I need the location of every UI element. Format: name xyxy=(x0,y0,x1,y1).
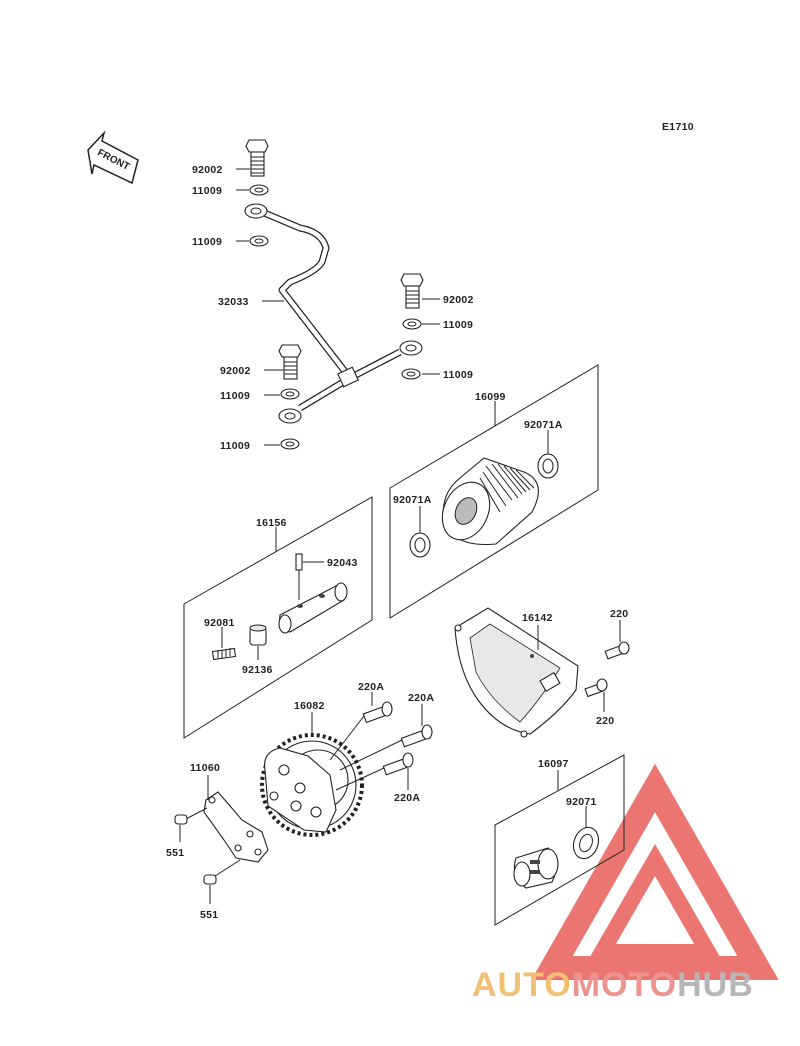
cover-16142 xyxy=(454,607,579,738)
logo-text-auto: AUTO xyxy=(472,966,572,1004)
label-220A: 220A xyxy=(394,792,420,804)
bolt-92002-lower xyxy=(278,344,302,380)
diagram-code: E1710 xyxy=(662,121,694,133)
dowel-551-upper xyxy=(174,814,188,825)
label-11009: 11009 xyxy=(443,319,473,331)
panel-16099 xyxy=(389,364,599,619)
label-551: 551 xyxy=(200,909,218,921)
washer-11009-c xyxy=(402,318,422,330)
label-220A: 220A xyxy=(358,681,384,693)
bushing-92136 xyxy=(249,624,267,646)
logo-text-moto: MOTO xyxy=(572,966,677,1004)
washer-11009-e xyxy=(280,388,300,400)
panel-16097 xyxy=(494,754,625,926)
label-92071A: 92071A xyxy=(524,419,563,431)
label-220A: 220A xyxy=(408,692,434,704)
label-16099: 16099 xyxy=(475,391,506,403)
label-16097: 16097 xyxy=(538,758,569,770)
label-92002: 92002 xyxy=(220,365,251,377)
screw-220a-b xyxy=(400,724,433,748)
screw-220a-a xyxy=(362,701,393,724)
bolt-92002-top xyxy=(245,139,269,177)
screw-220a-c xyxy=(382,752,414,776)
label-551: 551 xyxy=(166,847,184,859)
bolt-92002-right xyxy=(400,273,424,309)
label-16142: 16142 xyxy=(522,612,553,624)
label-11009: 11009 xyxy=(192,185,222,197)
label-92002: 92002 xyxy=(443,294,474,306)
washer-11009-d xyxy=(401,368,421,380)
label-220: 220 xyxy=(596,715,614,727)
bolt-220-lower xyxy=(584,678,608,698)
oil-pump-16082 xyxy=(260,733,364,837)
washer-11009-b xyxy=(249,235,269,247)
oil-filter-element xyxy=(441,457,539,546)
pin-92043 xyxy=(295,553,303,571)
front-arrow-icon: FRONT xyxy=(87,130,139,185)
label-16156: 16156 xyxy=(256,517,287,529)
washer-11009-f xyxy=(280,438,300,450)
label-11060: 11060 xyxy=(190,762,220,774)
label-92002: 92002 xyxy=(192,164,223,176)
bolt-220-upper xyxy=(604,641,630,660)
label-11009: 11009 xyxy=(220,440,250,452)
label-92071A: 92071A xyxy=(393,494,432,506)
strainer-16097 xyxy=(513,847,559,889)
label-92136: 92136 xyxy=(242,664,273,676)
o-ring-92071a-top xyxy=(537,453,559,479)
screw-92081 xyxy=(211,647,237,661)
label-220: 220 xyxy=(610,608,628,620)
shaft-16156 xyxy=(278,582,348,634)
label-32033: 32033 xyxy=(218,296,249,308)
label-11009: 11009 xyxy=(192,236,222,248)
plate-11060 xyxy=(203,791,269,863)
svg-text:AUTOMOTOHUB: AUTOMOTOHUB xyxy=(472,966,754,1004)
label-11009: 11009 xyxy=(220,390,250,402)
label-92071: 92071 xyxy=(566,796,597,808)
logo-text-hub: HUB xyxy=(677,966,754,1004)
panel-16156 xyxy=(183,496,373,739)
label-92043: 92043 xyxy=(327,557,358,569)
automotohub-logo: AUTOMOTOHUB xyxy=(472,763,779,1004)
label-16082: 16082 xyxy=(294,700,325,712)
washer-11009-a xyxy=(249,184,269,196)
oil-pipe-32033 xyxy=(244,203,423,424)
o-ring-92071a-left xyxy=(409,532,431,558)
label-11009: 11009 xyxy=(443,369,473,381)
label-92081: 92081 xyxy=(204,617,235,629)
o-ring-92071 xyxy=(572,826,600,860)
dowel-551-lower xyxy=(203,874,217,885)
